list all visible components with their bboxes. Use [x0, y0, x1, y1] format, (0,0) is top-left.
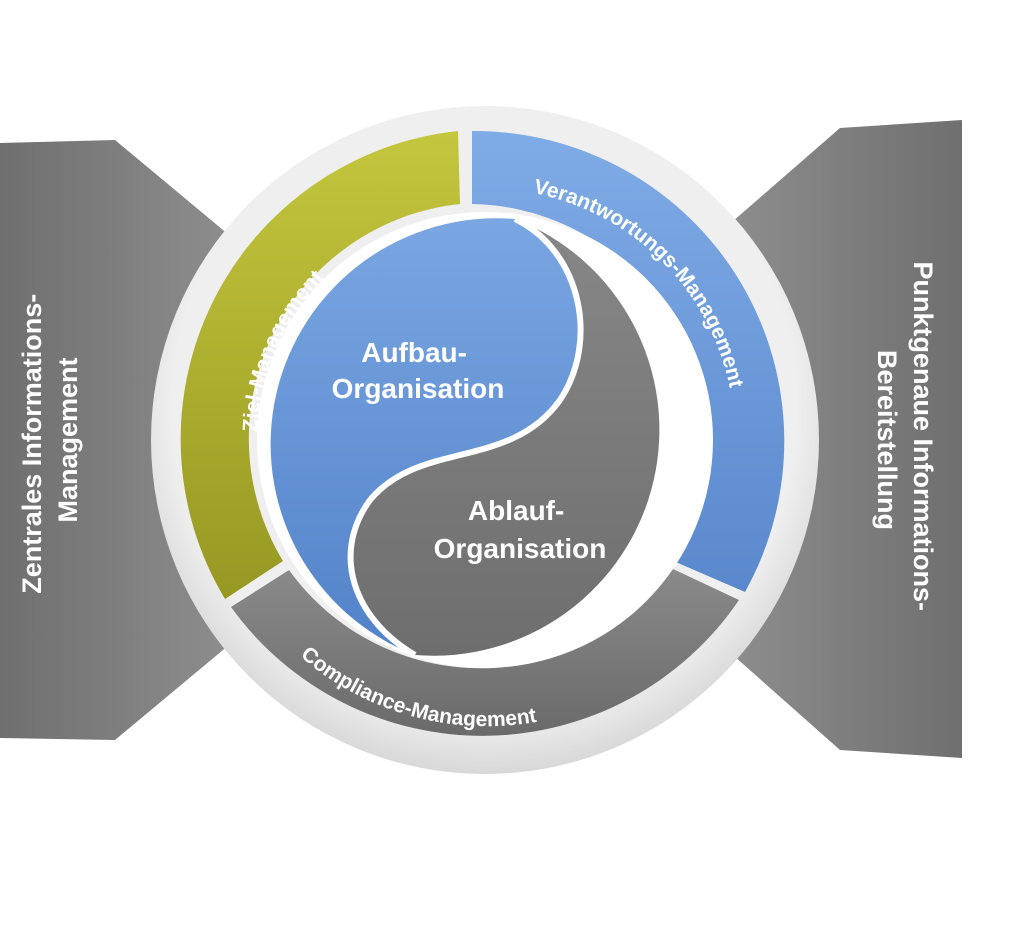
ablauf-organisation-label: Ablauf- Organisation [434, 495, 607, 564]
aufbau-line2: Organisation [332, 373, 505, 404]
ablauf-line2: Organisation [434, 533, 607, 564]
left-panel-shape [0, 140, 235, 740]
ablauf-line1: Ablauf- [468, 495, 564, 526]
left-panel-label: Zentrales Informations- Management [17, 286, 83, 594]
right-panel: Punktgenaue Informations- Bereitstellung [725, 120, 962, 758]
aufbau-organisation-area [270, 218, 581, 655]
left-panel-line1: Zentrales Informations- [17, 294, 47, 594]
center-disc [257, 212, 713, 668]
yin-yang-divider [347, 216, 584, 658]
right-panel-line1: Punktgenaue Informations- [908, 261, 938, 611]
left-panel: Zentrales Informations- Management [0, 140, 235, 740]
aufbau-organisation-label: Aufbau- Organisation [332, 337, 505, 404]
right-panel-label: Punktgenaue Informations- Bereitstellung [872, 261, 938, 618]
left-panel-line2: Management [53, 357, 83, 522]
ziel-management-segment [180, 131, 461, 599]
right-panel-shape [725, 120, 962, 758]
compliance-management-segment [231, 569, 739, 736]
right-panel-line2: Bereitstellung [872, 350, 902, 530]
aufbau-line1: Aufbau- [361, 337, 467, 368]
